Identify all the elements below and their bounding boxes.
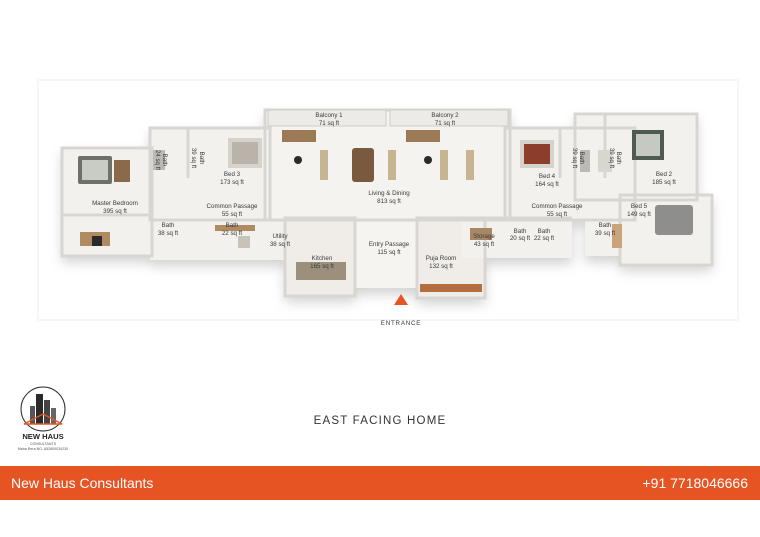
balcony1-area: 71 sq ft (319, 120, 340, 127)
bath-left-vertical-area: 39 sq ft (190, 148, 197, 169)
bed3-area: 173 sq ft (220, 179, 244, 186)
storage-name: Storage (473, 233, 495, 240)
balconies (267, 109, 509, 127)
bath-right-vertical-name: Bath (578, 152, 585, 165)
bath-left-vertical-name: Bath (198, 152, 205, 165)
bath-left-vertical2-name: Bath (161, 154, 168, 167)
bath-storage2-name: Bath (538, 228, 551, 235)
bath-master-name: Bath (162, 222, 175, 229)
footer-company-name: New Haus Consultants (11, 475, 154, 491)
bath-storage1-area: 20 sq ft (510, 235, 531, 242)
bath-right-vertical2-area: 39 sq ft (608, 148, 615, 169)
bath-left-vertical2-area: 24 sq ft (154, 150, 161, 171)
living-dining-name: Living & Dining (368, 190, 410, 197)
balcony1-name: Balcony 1 (315, 112, 343, 119)
utility-name: Utility (272, 233, 288, 240)
balcony2-area: 71 sq ft (435, 120, 456, 127)
bath-storage1-name: Bath (514, 228, 527, 235)
walls (60, 108, 714, 300)
logo-brand-name: NEW HAUS (22, 432, 64, 441)
common-passage-left-name: Common Passage (207, 203, 258, 210)
bed3-name: Bed 3 (224, 171, 241, 178)
logo-building-icon (20, 386, 66, 432)
common-passage-left-area: 55 sq ft (222, 211, 243, 218)
bath-storage2-area: 22 sq ft (534, 235, 555, 242)
common-passage-right-name: Common Passage (532, 203, 583, 210)
common-passage-right-area: 55 sq ft (547, 211, 568, 218)
bed2-area: 185 sq ft (652, 179, 676, 186)
bed4-area: 164 sq ft (535, 181, 559, 188)
footer-bar: New Haus Consultants +91 7718046666 (0, 466, 760, 500)
living-dining-area: 813 sq ft (377, 198, 401, 205)
site-outline (37, 79, 739, 321)
bath-master-area: 38 sq ft (158, 230, 179, 237)
entry-passage-name: Entry Passage (369, 241, 410, 248)
master-bedroom-area: 395 sq ft (103, 208, 127, 215)
entrance-marker-icon (394, 294, 408, 305)
floor-plan-drawing: Balcony 1 71 sq ft Balcony 2 71 sq ft Ma… (37, 79, 739, 327)
logo-rera-number: Maha Rera NO. A52800034230 (17, 447, 69, 451)
home-facing-caption: EAST FACING HOME (313, 415, 447, 427)
entrance-label: ENTRANCE (381, 320, 421, 327)
logo-tagline: CONSULTANTS (29, 442, 57, 446)
bath-right-name: Bath (599, 222, 612, 229)
utility-area: 38 sq ft (270, 241, 291, 248)
bath-right-area: 39 sq ft (595, 230, 616, 237)
puja-room-area: 132 sq ft (429, 263, 453, 270)
bed5-area: 149 sq ft (627, 211, 651, 218)
bath-right-vertical2-name: Bath (615, 152, 622, 165)
furniture (78, 130, 693, 292)
bed4-name: Bed 4 (539, 173, 556, 180)
kitchen-name: Kitchen (312, 255, 333, 262)
bed2-name: Bed 2 (656, 171, 673, 178)
bath-small-area: 22 sq ft (222, 230, 243, 237)
entry-passage-area: 115 sq ft (377, 249, 401, 256)
kitchen-area: 165 sq ft (310, 263, 334, 270)
bed5-name: Bed 5 (631, 203, 648, 210)
master-bedroom-name: Master Bedroom (92, 200, 138, 207)
floor-plan: Balcony 1 71 sq ft Balcony 2 71 sq ft Ma… (37, 79, 739, 327)
footer-phone-number[interactable]: +91 7718046666 (642, 475, 749, 491)
bath-small-name: Bath (226, 222, 239, 229)
puja-room-name: Puja Room (426, 255, 457, 262)
logo (10, 384, 76, 448)
balcony2-name: Balcony 2 (431, 112, 459, 119)
bath-right-vertical-area: 39 sq ft (571, 148, 578, 169)
storage-area: 43 sq ft (474, 241, 495, 248)
